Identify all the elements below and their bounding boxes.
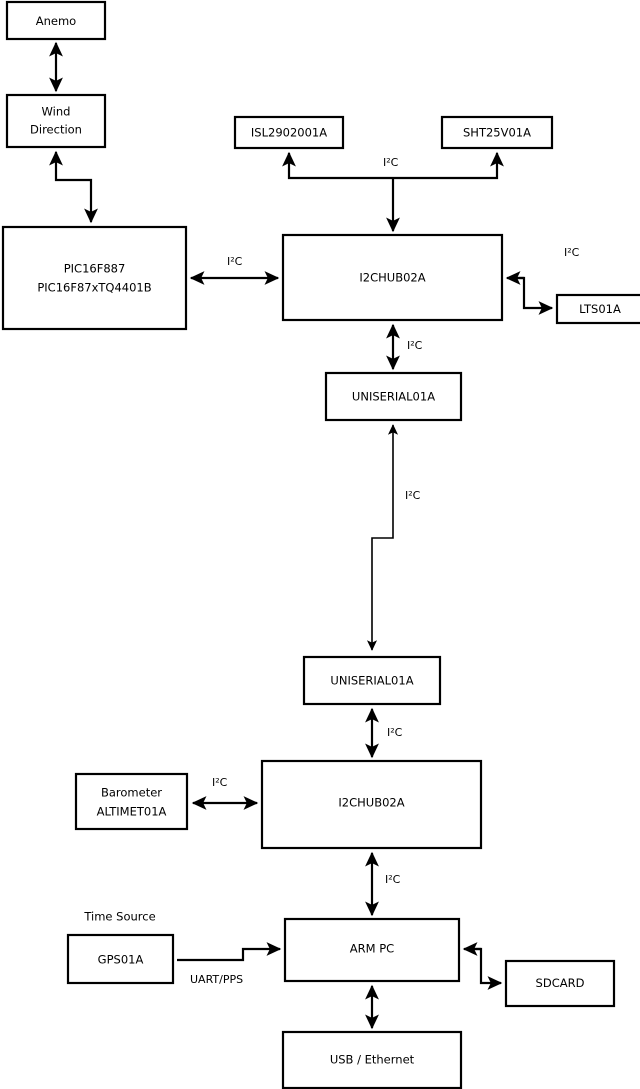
node-pic16f887-label-line2: PIC16F87xTQ4401B: [37, 281, 151, 295]
node-sht25v01a-box[interactable]: [440, 115, 554, 150]
node-pic16f887[interactable]: PIC16F887 PIC16F87xTQ4401B: [1, 225, 188, 331]
node-uniserial01a-lower-box[interactable]: [302, 655, 442, 706]
node-gps01a[interactable]: GPS01A: [66, 933, 175, 985]
node-i2chub02a-bottom[interactable]: I2CHUB02A: [260, 759, 483, 850]
node-i2chub02a-top[interactable]: I2CHUB02A: [281, 233, 504, 322]
node-uniserial01a-upper[interactable]: UNISERIAL01A: [324, 371, 463, 422]
node-isl2902001a[interactable]: ISL2902001A: [233, 115, 345, 150]
edge-label-i2c-uniserial2-hub: I²C: [387, 726, 403, 739]
node-barometer-label-line2: ALTIMET01A: [97, 805, 167, 819]
edge-label-i2c-hub-lts: I²C: [564, 246, 580, 259]
node-i2chub02a-top-box[interactable]: [281, 233, 504, 322]
node-lts01a[interactable]: LTS01A: [555, 293, 640, 325]
edge-label-i2c-pic-hub: I²C: [227, 255, 243, 268]
node-isl2902001a-box[interactable]: [233, 115, 345, 150]
node-wind-direction[interactable]: Wind Direction: [5, 93, 107, 149]
edge-armpc-to-sdcard: [469, 947, 503, 990]
edge-label-i2c-isl-sht: I²C: [383, 156, 399, 169]
node-pic16f887-box[interactable]: [1, 225, 188, 331]
node-barometer-label-line1: Barometer: [101, 786, 162, 800]
node-sdcard-box[interactable]: [504, 959, 616, 1008]
node-anemo[interactable]: Anemo: [5, 0, 107, 41]
node-barometer-box[interactable]: [74, 772, 189, 831]
node-uniserial01a-lower-label: UNISERIAL01A: [330, 674, 413, 688]
edge-label-i2c-hub-armpc: I²C: [385, 873, 401, 886]
edge-wind-direction-pic: [49, 150, 98, 224]
edge-hub-top-to-lts: [512, 276, 554, 315]
edge-uniserial-link: [366, 424, 399, 651]
edge-label-uart-pps: UART/PPS: [190, 973, 243, 986]
node-wind-direction-label-line2: Direction: [30, 123, 82, 137]
node-lts01a-label: LTS01A: [579, 302, 621, 316]
node-sht25v01a-label: SHT25V01A: [463, 126, 531, 140]
node-gps01a-label: GPS01A: [98, 953, 144, 967]
node-isl2902001a-label: ISL2902001A: [251, 126, 327, 140]
node-uniserial01a-lower[interactable]: UNISERIAL01A: [302, 655, 442, 706]
node-sht25v01a[interactable]: SHT25V01A: [440, 115, 554, 150]
node-sdcard[interactable]: SDCARD: [504, 959, 616, 1008]
node-gps01a-box[interactable]: [66, 933, 175, 985]
node-arm-pc-label: ARM PC: [350, 942, 394, 956]
node-wind-direction-label-line1: Wind: [42, 105, 71, 119]
label-time-source: Time Source: [83, 910, 155, 924]
node-lts01a-box[interactable]: [555, 293, 640, 325]
node-arm-pc-box[interactable]: [283, 917, 461, 983]
node-pic16f887-label-line1: PIC16F887: [64, 262, 126, 276]
node-anemo-label: Anemo: [36, 14, 76, 28]
node-usb-ethernet[interactable]: USB / Ethernet: [281, 1030, 463, 1089]
node-uniserial01a-upper-label: UNISERIAL01A: [352, 390, 435, 404]
edge-gps-armpc: [177, 942, 282, 962]
node-usb-ethernet-box[interactable]: [281, 1030, 463, 1089]
node-wind-direction-box[interactable]: [5, 93, 107, 149]
edge-label-i2c-uniserial-link: I²C: [405, 489, 421, 502]
edge-label-i2c-barometer-hub: I²C: [212, 776, 228, 789]
node-usb-ethernet-label: USB / Ethernet: [330, 1053, 415, 1067]
edge-label-i2c-hub-uniserial: I²C: [407, 339, 423, 352]
node-i2chub02a-bottom-label: I2CHUB02A: [338, 796, 404, 810]
node-arm-pc[interactable]: ARM PC: [283, 917, 461, 983]
node-sdcard-label: SDCARD: [536, 976, 585, 990]
node-i2chub02a-top-label: I2CHUB02A: [359, 271, 425, 285]
node-i2chub02a-bottom-box[interactable]: [260, 759, 483, 850]
node-uniserial01a-upper-box[interactable]: [324, 371, 463, 422]
node-barometer[interactable]: Barometer ALTIMET01A: [74, 772, 189, 831]
node-anemo-box[interactable]: [5, 0, 107, 41]
